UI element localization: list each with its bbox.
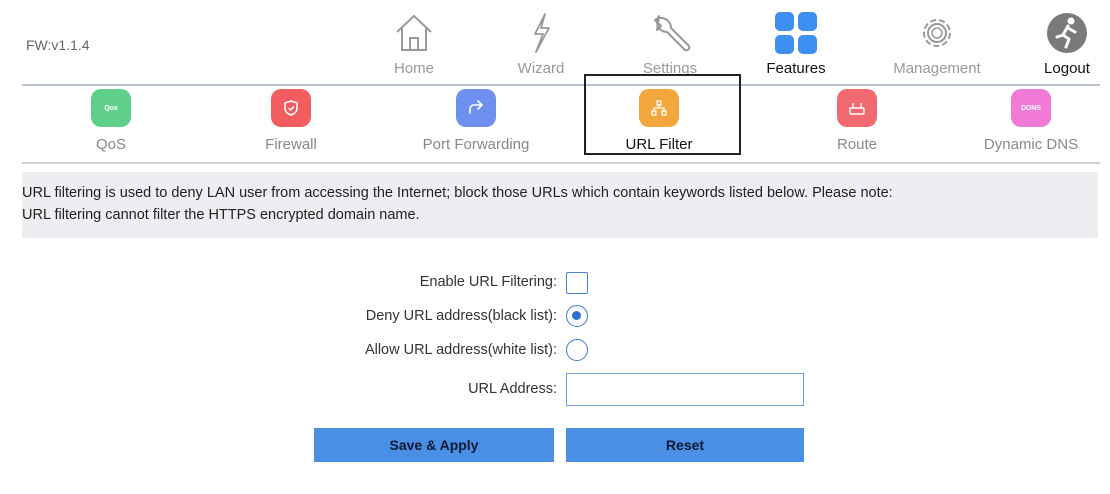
active-tab-highlight: [584, 74, 741, 155]
wrench-icon: [654, 15, 691, 52]
deny-url-radio[interactable]: [566, 305, 588, 327]
allow-url-radio[interactable]: [566, 339, 588, 361]
allow-url-label: Allow URL address(white list):: [364, 342, 557, 358]
url-address-input[interactable]: [566, 373, 804, 406]
nav-home-label: Home: [393, 60, 434, 77]
subnav-qos-label: QoS: [95, 136, 126, 153]
subnav-route-label: Route: [836, 136, 878, 153]
save-apply-button[interactable]: Save & Apply: [314, 428, 554, 462]
subnav-firewall-label: Firewall: [265, 136, 317, 153]
url-address-label: URL Address:: [468, 381, 557, 397]
top-divider: [22, 84, 1100, 86]
subnav-route[interactable]: Route: [782, 89, 932, 153]
nav-management-label: Management: [893, 60, 981, 77]
nav-wizard[interactable]: Wizard: [486, 8, 596, 77]
nav-home[interactable]: Home: [359, 8, 469, 77]
logout-runner-icon: [1047, 13, 1087, 53]
nav-settings[interactable]: Settings: [615, 8, 725, 77]
subnav-firewall[interactable]: Firewall: [216, 89, 366, 153]
subnav-port-forwarding[interactable]: Port Forwarding: [401, 89, 551, 153]
info-line-1: URL filtering is used to deny LAN user f…: [22, 185, 893, 201]
enable-url-filtering-checkbox[interactable]: [566, 272, 588, 294]
qos-icon: Qos: [91, 89, 131, 127]
nav-logout-label: Logout: [1044, 60, 1090, 77]
subnav-qos[interactable]: Qos QoS: [36, 89, 186, 153]
reset-button[interactable]: Reset: [566, 428, 804, 462]
wizard-icon: [534, 13, 550, 53]
info-line-2: URL filtering cannot filter the HTTPS en…: [22, 207, 420, 223]
nav-settings-label: Settings: [642, 60, 698, 77]
nav-wizard-label: Wizard: [517, 60, 565, 77]
router-icon: [837, 89, 877, 127]
top-navigation: Home Wizard Settings Features Management: [0, 0, 1110, 84]
firmware-version: FW:v1.1.4: [26, 37, 90, 53]
ddns-icon: DDNS: [1011, 89, 1051, 127]
nav-logout[interactable]: Logout: [1012, 8, 1110, 77]
subnav-url-filter-label: URL Filter: [625, 136, 693, 153]
nav-management[interactable]: Management: [882, 8, 992, 77]
radio-selected-dot: [572, 311, 581, 320]
subnav-divider: [22, 162, 1100, 164]
info-panel: URL filtering is used to deny LAN user f…: [22, 172, 1098, 238]
subnav-url-filter[interactable]: URL Filter: [584, 89, 734, 153]
port-forwarding-arrow-icon: [456, 89, 496, 127]
subnav-dynamic-dns[interactable]: DDNS Dynamic DNS: [956, 89, 1106, 153]
nav-features-label: Features: [766, 60, 826, 77]
nav-features[interactable]: Features: [741, 8, 851, 77]
deny-url-label: Deny URL address(black list):: [365, 308, 557, 324]
features-grid-icon: [775, 12, 817, 54]
firewall-shield-icon: [271, 89, 311, 127]
home-icon: [396, 14, 432, 51]
subnav-port-forwarding-label: Port Forwarding: [422, 136, 530, 153]
gear-icon: [923, 19, 951, 47]
url-filter-network-icon: [639, 89, 679, 127]
subnav-dynamic-dns-label: Dynamic DNS: [983, 136, 1079, 153]
enable-url-filtering-label: Enable URL Filtering:: [419, 274, 557, 290]
